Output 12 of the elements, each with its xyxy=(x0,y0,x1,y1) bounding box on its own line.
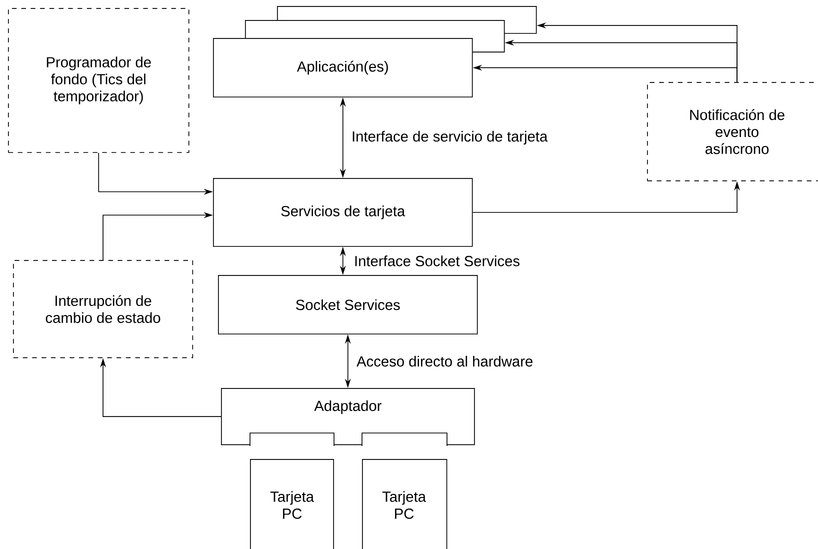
edge-label: Interface de servicio de tarjeta xyxy=(350,130,549,146)
card-box: Tarjeta PC xyxy=(362,459,448,549)
application-box: Aplicación(es) xyxy=(213,38,473,98)
service-box: Servicios de tarjeta xyxy=(213,178,473,247)
edge-label: Interface Socket Services xyxy=(352,254,522,268)
edge-label: Acceso directo al hardware xyxy=(355,354,534,368)
card-box: Tarjeta PC xyxy=(250,459,334,549)
adapter-box: Adaptador xyxy=(221,388,475,446)
service-box: Socket Services xyxy=(218,275,478,334)
process-box: Notificación de evento asíncrono xyxy=(647,82,818,182)
process-box: Programador de fondo (Tics del temporizador) xyxy=(8,8,190,153)
process-box: Interrupción de cambio de estado xyxy=(13,260,194,358)
